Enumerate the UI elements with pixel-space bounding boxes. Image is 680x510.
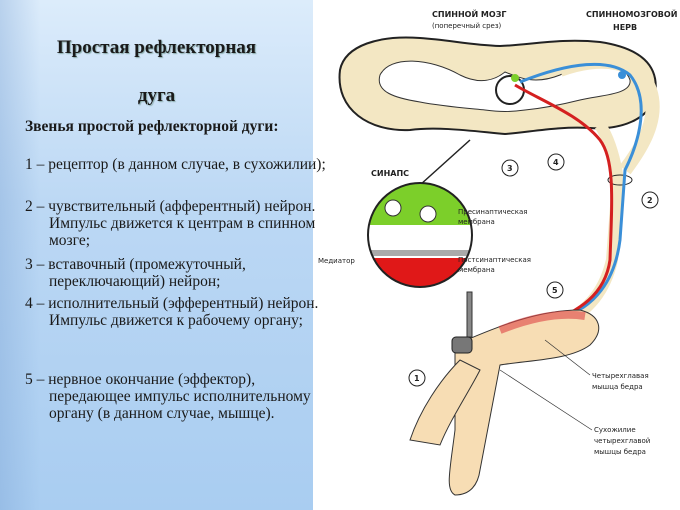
svg-text:3: 3 — [507, 164, 513, 173]
synapse-label: СИНАПС — [371, 169, 409, 178]
postsynaptic-label-2: мембрана — [458, 266, 495, 274]
spinal-nerve — [557, 121, 625, 331]
marker-2: 2 — [641, 191, 659, 209]
postsynaptic-label: Постсинаптическая — [458, 256, 531, 264]
list-item: 1 – рецептор (в данном случае, в сухожил… — [25, 156, 326, 173]
spinal-cord-label: СПИННОЙ МОЗГ — [432, 8, 506, 19]
quadriceps-label: Четырехглавая — [592, 372, 649, 380]
slide-text-panel: Простая рефлекторная дуга Звенья простой… — [0, 0, 326, 510]
marker-1: 1 — [408, 369, 426, 387]
list-item: 3 – вставочный (промежуточный, переключа… — [25, 256, 246, 290]
spinal-nerve-label: СПИННОМОЗГОВОЙ — [586, 8, 677, 19]
svg-text:4: 4 — [553, 158, 559, 167]
slide-title-line2: дуга — [137, 85, 176, 106]
synapse-zoom — [367, 182, 473, 288]
mediator-label: Медиатор — [318, 257, 355, 265]
thigh-muscle — [498, 310, 586, 334]
svg-text:1: 1 — [414, 374, 420, 383]
reflex-arc-diagram: СИНАПС Пресинаптическая мембрана Постсин… — [318, 8, 677, 496]
tendon-label-2: четырехглавой — [594, 437, 650, 445]
presynaptic-label-2: мембрана — [458, 218, 495, 226]
list-item: 5 – нервное окончание (эффектор), переда… — [25, 371, 311, 422]
spinal-cord-note: (поперечный срез) — [432, 22, 502, 30]
svg-text:5: 5 — [552, 286, 558, 295]
quadriceps-label-2: мышца бедра — [592, 383, 643, 391]
svg-text:2: 2 — [647, 196, 653, 205]
lower-leg — [409, 359, 481, 446]
tendon-label: Сухожилие — [594, 426, 636, 434]
spinal-nerve-label-2: НЕРВ — [613, 23, 637, 32]
presynaptic-label: Пресинаптическая — [458, 208, 528, 216]
reflex-hammer — [466, 291, 473, 338]
leg — [448, 309, 600, 496]
list-item: 4 – исполнительный (эфферентный) нейрон.… — [25, 295, 319, 329]
marker-5: 5 — [546, 281, 564, 299]
slide-title: Простая рефлекторная — [56, 37, 257, 58]
efferent-neuron-path — [499, 83, 614, 337]
marker-4: 4 — [547, 153, 565, 171]
list-item: 2 – чувствительный (афферентный) нейрон.… — [25, 198, 316, 249]
tendon-label-3: мышцы бедра — [594, 448, 646, 456]
subtitle: Звенья простой рефлекторной дуги: — [25, 118, 279, 135]
marker-3: 3 — [501, 159, 519, 177]
